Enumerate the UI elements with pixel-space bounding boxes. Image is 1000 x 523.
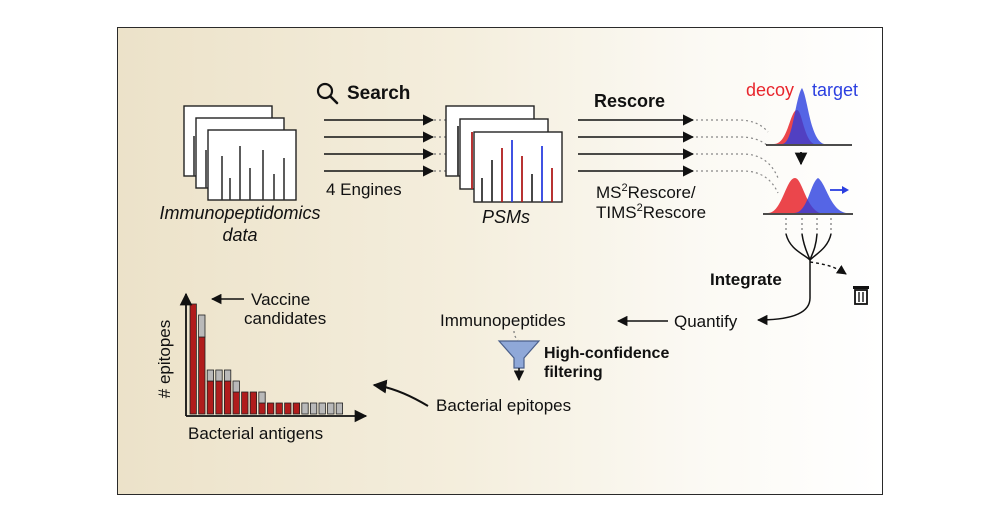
hc-filtering-line2: filtering xyxy=(544,364,603,381)
bar-17-grey xyxy=(327,402,335,415)
immunopeptides-label: Immunopeptides xyxy=(440,311,566,330)
rescore-arrows xyxy=(578,114,695,177)
bar-18-grey xyxy=(335,402,343,415)
bar-16-grey xyxy=(318,402,326,415)
search-label: Search xyxy=(347,83,410,104)
immunopeptides-connector xyxy=(513,330,519,341)
data-label-line2: data xyxy=(222,225,257,245)
bar-8-red xyxy=(249,391,257,415)
distribution-after xyxy=(763,178,853,215)
vaccine-line1: Vaccine xyxy=(251,290,310,309)
bar-7-red xyxy=(241,391,249,415)
bar-9-grey xyxy=(258,391,266,404)
bar-2-grey xyxy=(198,314,206,338)
bar-3-grey xyxy=(206,369,214,382)
bar-9-red xyxy=(258,402,266,415)
decoy-label: decoy xyxy=(746,80,794,100)
distribution-before xyxy=(766,88,852,146)
bar-14-grey xyxy=(301,402,309,415)
integrate-connectors xyxy=(756,218,847,326)
bar-6-red xyxy=(232,391,240,415)
spectra-stack xyxy=(183,105,297,201)
bar-4-grey xyxy=(215,369,223,382)
dotted-connectors-right xyxy=(696,119,779,194)
chart-axes xyxy=(179,292,368,423)
engines-label: 4 Engines xyxy=(326,180,402,199)
data-label-line1: Immunopeptidomics xyxy=(159,203,320,223)
bar-12-red xyxy=(284,402,292,415)
x-axis-label: Bacterial antigens xyxy=(188,424,323,443)
epitope-bar-chart xyxy=(189,303,343,415)
hc-filtering-line1: High-confidence xyxy=(544,345,669,362)
quantify-label: Quantify xyxy=(674,312,738,331)
integrate-label: Integrate xyxy=(710,270,782,289)
psms-label: PSMs xyxy=(482,207,530,227)
funnel-icon xyxy=(497,340,541,382)
epitopes-to-chart-arrow xyxy=(372,379,429,407)
workflow-diagram: Immunopeptidomics data Search 4 Engines xyxy=(155,80,869,443)
bar-4-red xyxy=(215,380,223,415)
tims2rescore-label: TIMS2Rescore xyxy=(596,202,706,222)
bar-10-red xyxy=(266,402,275,415)
bacterial-epitopes-label: Bacterial epitopes xyxy=(436,396,571,415)
bar-13-red xyxy=(292,402,300,415)
trash-icon xyxy=(853,286,869,305)
figure-frame: Immunopeptidomics data Search 4 Engines xyxy=(117,27,883,495)
bar-15-grey xyxy=(309,402,318,415)
bar-5-grey xyxy=(224,369,232,382)
search-icon xyxy=(316,82,339,105)
ms2rescore-label: MS2Rescore/ xyxy=(596,182,696,202)
vaccine-line2: candidates xyxy=(244,309,326,328)
target-label: target xyxy=(812,80,858,100)
bar-1-red xyxy=(189,303,197,415)
y-axis-label: # epitopes xyxy=(155,320,174,398)
rescore-label: Rescore xyxy=(594,91,665,111)
bar-2-red xyxy=(198,336,206,415)
bar-5-red xyxy=(224,380,232,415)
psm-stack xyxy=(445,105,563,203)
search-arrows xyxy=(324,114,435,177)
bar-6-grey xyxy=(232,380,240,393)
bar-3-red xyxy=(206,380,214,415)
bar-11-red xyxy=(275,402,283,415)
